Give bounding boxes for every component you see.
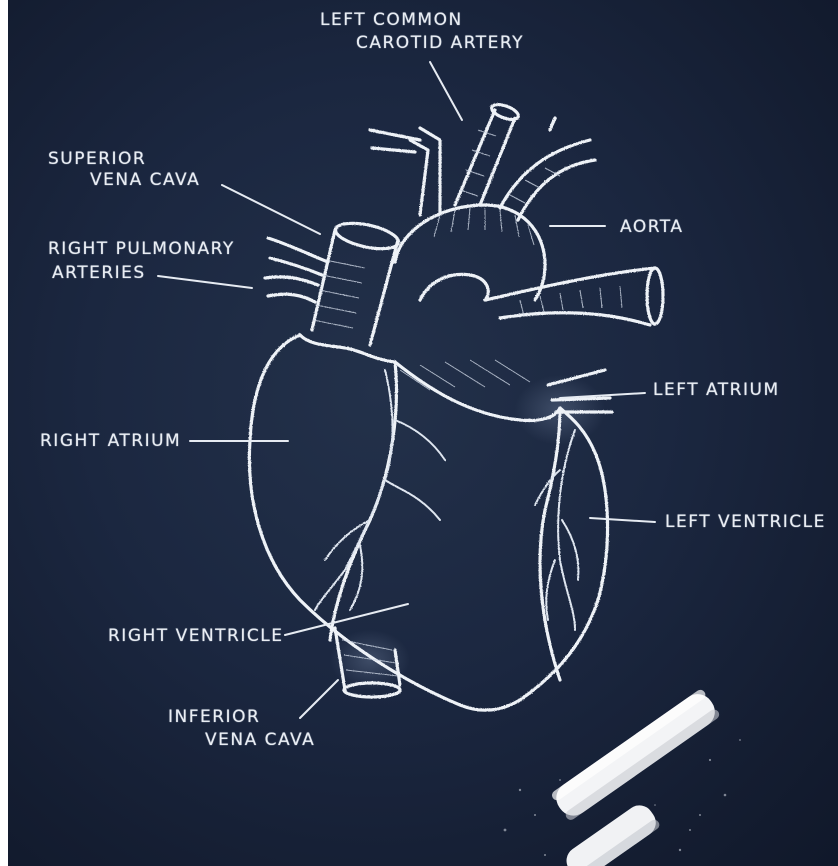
aortic-arch-inner — [420, 274, 488, 300]
label-left-common-carotid-line2: CAROTID ARTERY — [356, 33, 524, 54]
svc-opening — [333, 219, 400, 254]
label-right-ventricle: RIGHT VENTRICLE — [108, 626, 283, 647]
leader-right-ventricle — [285, 604, 408, 635]
chalk-stick-icon — [550, 688, 721, 822]
label-inferior-vena-cava-line2: VENA CAVA — [205, 730, 315, 751]
ventricle-division — [330, 362, 396, 640]
label-left-common-carotid-line1: LEFT COMMON — [320, 10, 463, 31]
subclavian-branch — [370, 118, 555, 152]
leader-inferior-vena-cava — [300, 680, 338, 718]
right-pulmonary-artery-lower — [265, 277, 318, 302]
label-aorta: AORTA — [620, 217, 683, 238]
label-inferior-vena-cava-line1: INFERIOR — [168, 707, 260, 728]
leader-right-pulmonary — [158, 276, 252, 288]
left-common-carotid-artery — [455, 110, 515, 205]
left-ventricle-edge — [540, 408, 560, 680]
leader-superior-vena-cava — [222, 185, 320, 234]
label-left-ventricle: LEFT VENTRICLE — [665, 512, 826, 533]
label-right-pulmonary-line2: ARTERIES — [52, 263, 146, 284]
aortic-arch — [395, 205, 545, 300]
left-pulmonary-artery — [485, 268, 655, 325]
right-pulmonary-artery-upper — [268, 238, 328, 275]
brachiocephalic-artery — [410, 128, 440, 215]
right-atrium-outline — [300, 335, 395, 362]
label-left-atrium: LEFT ATRIUM — [653, 380, 780, 401]
label-superior-vena-cava-line2: VENA CAVA — [90, 170, 200, 191]
label-right-pulmonary-line1: RIGHT PULMONARY — [48, 239, 235, 260]
carotid-opening — [490, 102, 520, 123]
label-right-atrium: RIGHT ATRIUM — [40, 431, 181, 452]
left-subclavian-artery — [500, 140, 595, 220]
leader-carotid — [430, 62, 462, 120]
pulmonary-opening — [647, 268, 663, 324]
label-superior-vena-cava-line1: SUPERIOR — [48, 149, 146, 170]
leader-left-ventricle — [590, 518, 655, 522]
heart-shading — [400, 360, 530, 390]
